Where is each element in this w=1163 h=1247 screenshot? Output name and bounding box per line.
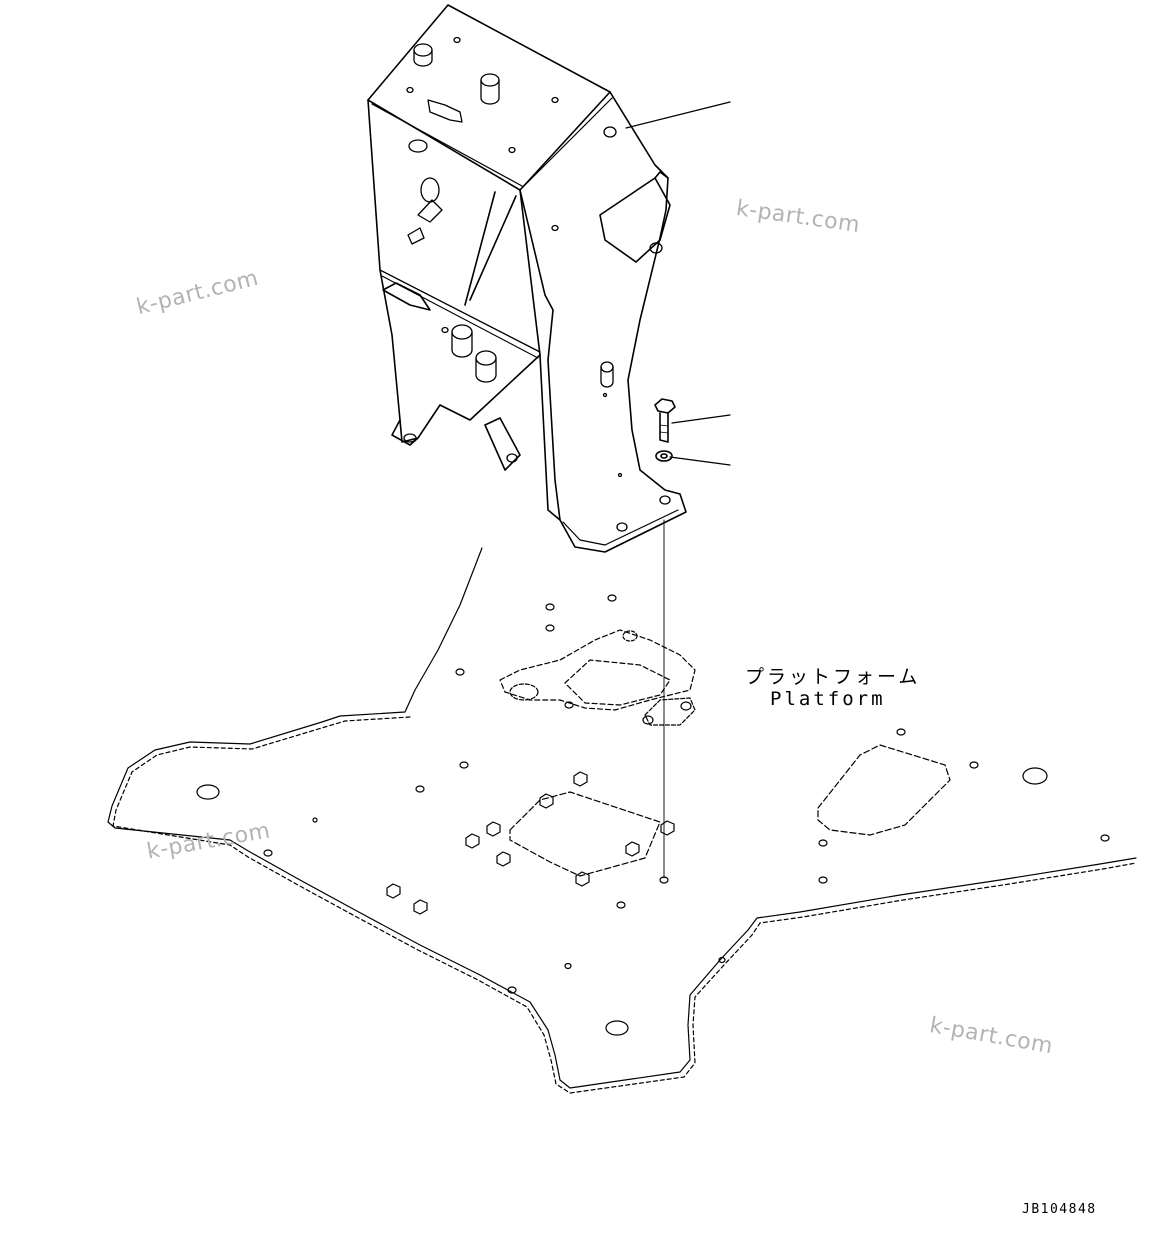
- platform-plate: [107, 547, 1137, 1094]
- pedestal-stand: [367, 4, 687, 553]
- pedestal-front-column: [519, 189, 561, 521]
- pedestal-right-plate: [519, 91, 687, 553]
- washer: [655, 450, 673, 462]
- drawing-code: JB104848: [1022, 1202, 1097, 1217]
- pedestal-left-panel-inner: [379, 269, 541, 353]
- leader-line-bolt: [671, 414, 731, 424]
- bolt: [654, 398, 676, 443]
- platform-mount-pad: [499, 629, 696, 711]
- platform-center-opening: [509, 791, 661, 877]
- leader-line-pedestal: [625, 101, 731, 129]
- pedestal-top-face: [367, 4, 611, 191]
- platform-label-jp: プラットフォーム: [745, 666, 921, 688]
- platform-label-en: Platform: [770, 688, 886, 710]
- platform-right-opening: [817, 744, 951, 836]
- pedestal-left-panel: [367, 99, 541, 443]
- platform-nuts: [386, 771, 675, 915]
- leader-line-washer: [669, 456, 731, 466]
- pedestal-top-rim: [371, 97, 613, 191]
- pedestal-bracket: [599, 177, 671, 263]
- platform-outline: [107, 547, 1137, 1089]
